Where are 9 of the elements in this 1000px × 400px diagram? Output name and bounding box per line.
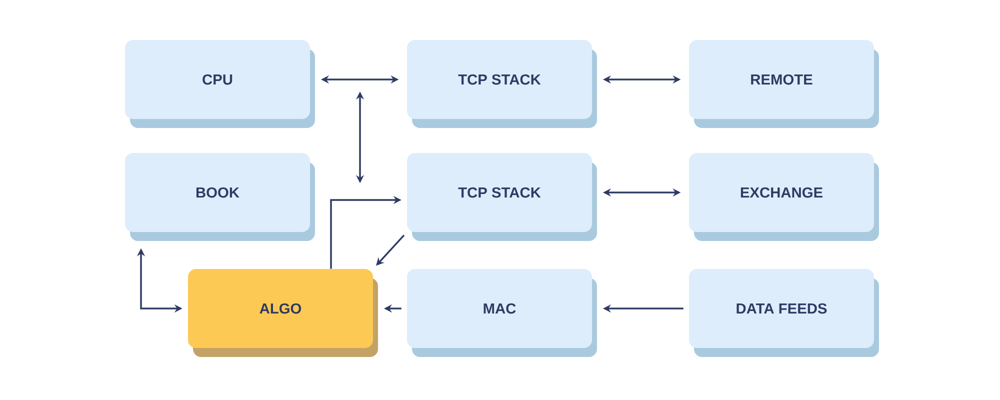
process-box: TCP STACK: [407, 40, 597, 128]
process-box: DATA FEEDS: [689, 269, 879, 357]
process-box: BOOK: [125, 153, 315, 241]
process-box: ALGO: [188, 269, 378, 357]
process-box: REMOTE: [689, 40, 879, 128]
process-box: TCP STACK: [407, 153, 597, 241]
process-box: CPU: [125, 40, 315, 128]
process-box: MAC: [407, 269, 597, 357]
process-box: EXCHANGE: [689, 153, 879, 241]
